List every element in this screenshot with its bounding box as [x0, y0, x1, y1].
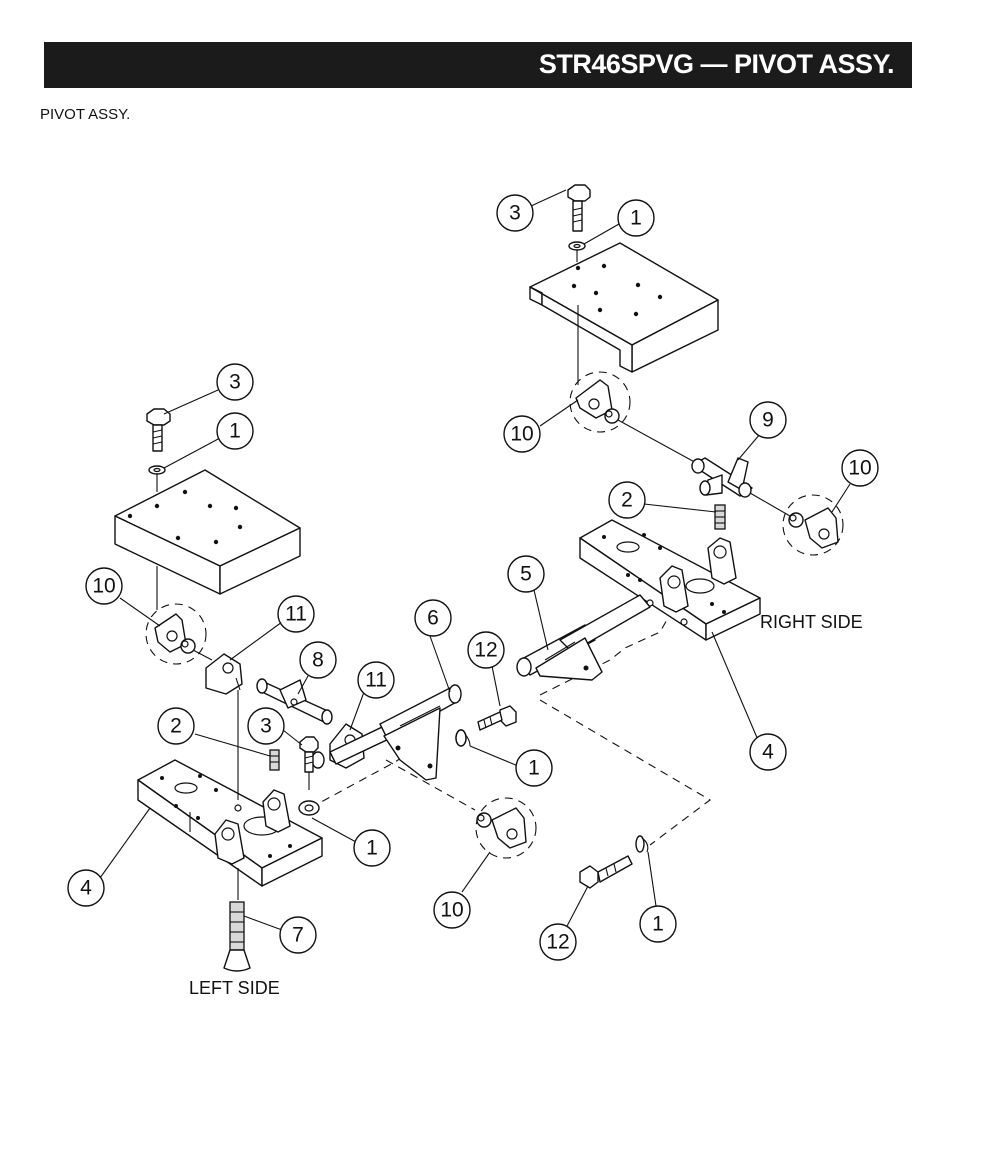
right-bracket-10a	[569, 371, 701, 466]
callout-l-6: 6	[414, 599, 452, 637]
right-top-bolt	[567, 184, 591, 262]
callout-number: 8	[312, 649, 324, 672]
callout-number: 10	[510, 423, 533, 446]
callout-number: 11	[285, 603, 307, 626]
right-side-label: RIGHT SIDE	[760, 612, 863, 632]
callout-number: 2	[621, 489, 633, 512]
callout-number: 2	[170, 715, 182, 738]
callout-number: 5	[520, 563, 532, 586]
right-top-plate	[529, 242, 719, 385]
assembly-dashed-lines	[309, 617, 711, 846]
callout-number: 4	[762, 741, 774, 764]
header-bar: STR46SPVG — PIVOT ASSY.	[44, 42, 912, 88]
callout-m-10: 10	[433, 891, 471, 929]
callout-r-1: 1	[617, 199, 655, 237]
callout-number: 1	[366, 837, 378, 860]
section-label: PIVOT ASSY.	[40, 106, 131, 123]
right-pivot-block	[579, 504, 761, 641]
left-pivot-arm-6	[311, 684, 462, 781]
callout-r-5: 5	[507, 555, 545, 593]
callout-r-10b: 10	[841, 449, 879, 487]
bottom-bolt-12	[579, 835, 649, 889]
callout-r-9: 9	[749, 401, 787, 439]
callout-r-2: 2	[608, 481, 646, 519]
callout-l-1b: 1	[353, 829, 391, 867]
callout-number: 1	[229, 420, 241, 443]
middle-bracket-10	[475, 797, 537, 859]
callout-l-10a: 10	[85, 567, 123, 605]
callout-l-2: 2	[157, 707, 195, 745]
callout-number: 1	[652, 913, 664, 936]
callout-number: 11	[365, 669, 387, 692]
callout-l-7: 7	[279, 916, 317, 954]
left-top-plate	[114, 469, 301, 610]
left-bracket-10a	[145, 603, 213, 665]
left-bolt-3b	[299, 736, 319, 790]
callout-number: 7	[292, 924, 304, 947]
right-pivot-arm-5	[516, 594, 651, 681]
left-pivot-block	[137, 690, 323, 900]
callout-number: 3	[509, 202, 521, 225]
callout-b-1: 1	[639, 905, 677, 943]
callout-b-12: 12	[539, 923, 577, 961]
middle-washer-1a	[455, 729, 467, 747]
callout-number: 9	[762, 409, 774, 432]
callout-r-4: 4	[749, 733, 787, 771]
left-knob-7	[223, 901, 251, 972]
callout-l-8: 8	[299, 641, 337, 679]
callout-number: 12	[546, 931, 569, 954]
callout-r-12: 12	[467, 631, 505, 669]
callout-number: 3	[260, 715, 272, 738]
callout-number: 10	[92, 575, 115, 598]
callout-l-3: 3	[216, 363, 254, 401]
callout-l-11a: 11	[277, 595, 315, 633]
right-bracket-10b	[782, 494, 844, 556]
callout-r-10a: 10	[503, 415, 541, 453]
callout-number: 10	[440, 899, 463, 922]
callout-l-1: 1	[216, 412, 254, 450]
left-shaft-8	[256, 678, 333, 725]
callout-leaders	[99, 189, 851, 931]
callout-l-4: 4	[67, 869, 105, 907]
cross-shaft-9	[691, 457, 791, 517]
left-lug-11a	[205, 653, 243, 695]
left-side-label: LEFT SIDE	[189, 978, 280, 998]
callout-number: 4	[80, 877, 92, 900]
callout-number: 12	[474, 639, 497, 662]
callout-r-3: 3	[496, 194, 534, 232]
callout-number: 6	[427, 607, 439, 630]
left-top-bolt	[146, 408, 171, 492]
callout-number: 3	[229, 371, 241, 394]
callout-m-1a: 1	[515, 749, 553, 787]
callout-l-11b: 11	[357, 661, 395, 699]
left-set-screw-2	[269, 749, 280, 771]
callout-number: 10	[848, 457, 871, 480]
callout-number: 1	[630, 207, 642, 230]
callout-l-3b: 3	[247, 707, 285, 745]
page-title: STR46SPVG — PIVOT ASSY.	[538, 49, 895, 79]
callout-number: 1	[528, 757, 540, 780]
